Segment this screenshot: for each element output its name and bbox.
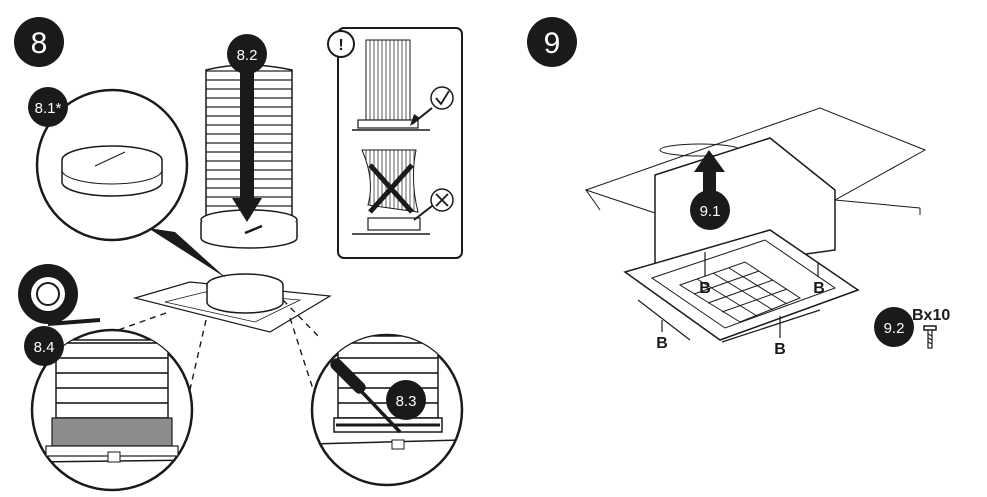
- callout-9-2: 9.2: [874, 307, 914, 347]
- step-8-badge: 8: [14, 17, 64, 67]
- filter-assembly: [623, 137, 860, 343]
- check-circle-icon: [430, 86, 454, 110]
- screw-icon: [923, 325, 937, 349]
- screw-labels: B B B B: [656, 252, 825, 358]
- callout-8-2: 8.2: [227, 34, 267, 74]
- label-b-3: B: [656, 335, 668, 352]
- detail-clamp: [310, 333, 464, 487]
- tape-roll-icon: [18, 264, 101, 326]
- callout-8-4: 8.4: [24, 326, 64, 366]
- ceiling-plate: [132, 273, 332, 333]
- arrow-down-icon: [232, 72, 262, 222]
- callout-8-3-label: 8.3: [396, 393, 417, 410]
- callout-9-1: 9.1: [690, 190, 730, 230]
- notice-mark: !: [338, 37, 343, 54]
- step-8-number: 8: [31, 27, 48, 60]
- callout-9-2-label: 9.2: [884, 320, 905, 337]
- detail-collar: [35, 88, 226, 278]
- step-9-badge: 9: [527, 17, 577, 67]
- callout-8-2-label: 8.2: [237, 47, 258, 64]
- step-9-number: 9: [544, 27, 561, 60]
- detail-tape: [30, 328, 194, 492]
- screwdriver-icon: [330, 358, 402, 434]
- label-b-2: B: [813, 280, 825, 297]
- callout-8-1-label: 8.1*: [35, 100, 62, 117]
- callout-8-3: 8.3: [386, 380, 426, 420]
- callout-8-1: 8.1*: [28, 87, 68, 127]
- label-b-4: B: [774, 341, 786, 358]
- notice-panel: !: [327, 27, 463, 259]
- callout-9-1-label: 9.1: [700, 203, 721, 220]
- callout-8-4-label: 8.4: [34, 339, 55, 356]
- cross-circle-icon: [430, 188, 454, 212]
- screw-quantity: Bx10: [912, 307, 950, 324]
- exclamation-circle-icon: !: [327, 30, 355, 58]
- label-b-1: B: [699, 280, 711, 297]
